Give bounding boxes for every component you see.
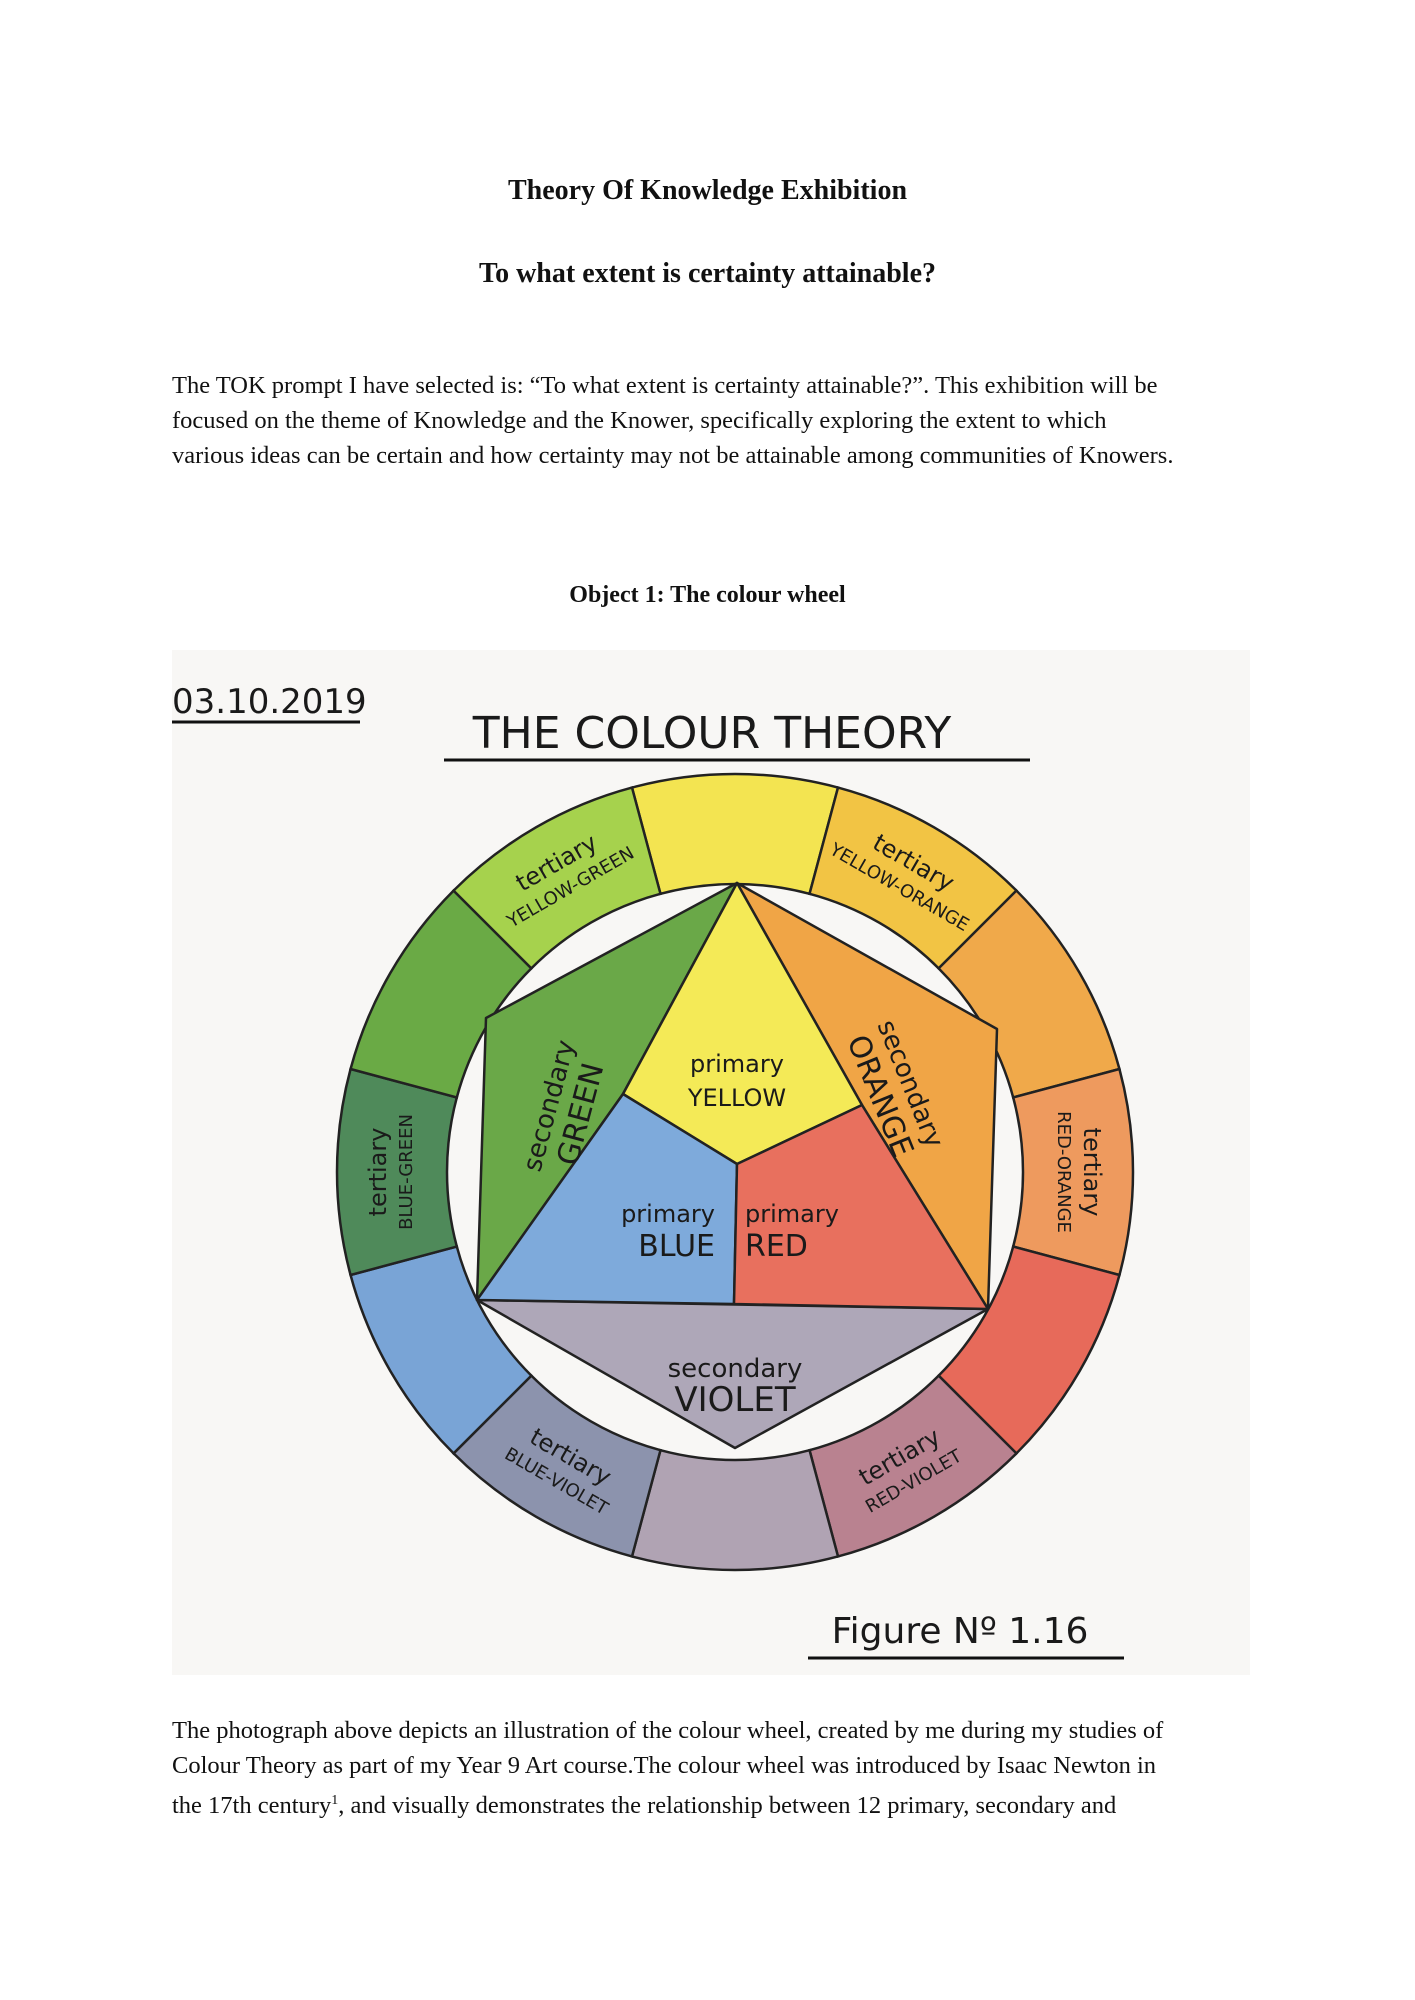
- intro-line: The TOK prompt I have selected is: “To w…: [172, 372, 1158, 399]
- colour-ring: tertiaryYELLOW-ORANGEtertiaryRED-ORANGEt…: [335, 772, 1135, 1572]
- violet-label-top: secondary: [668, 1354, 803, 1384]
- ring-segment: [630, 1448, 840, 1572]
- ring-label-bottom: RED-ORANGE: [1053, 1111, 1074, 1233]
- document-title: Theory Of Knowledge Exhibition: [507, 175, 908, 206]
- red-label-bottom: RED: [745, 1229, 808, 1264]
- ring-label-top: tertiary: [364, 1128, 392, 1217]
- red-shape: [732, 1103, 990, 1311]
- body-line: Colour Theory as part of my Year 9 Art c…: [172, 1752, 1157, 1779]
- object-heading: Object 1: The colour wheel: [569, 582, 846, 608]
- blue-label-bottom: BLUE: [638, 1229, 715, 1264]
- ring-segment: [630, 772, 840, 896]
- body-line-start: the 17th century: [172, 1792, 332, 1820]
- body-line-end: , and visually demonstrates the relation…: [338, 1792, 1117, 1820]
- yellow-label-top: primary: [690, 1050, 784, 1078]
- body-line: the 17th century1, and visually demonstr…: [172, 1783, 1257, 1823]
- body-paragraph: The photograph above depicts an illustra…: [172, 1713, 1257, 1823]
- intro-paragraph: The TOK prompt I have selected is: “To w…: [172, 368, 1257, 473]
- colour-triangles: primaryYELLOWprimaryBLUEprimaryREDsecond…: [475, 881, 999, 1450]
- ring-label-bottom: BLUE-GREEN: [396, 1114, 417, 1230]
- intro-line: focused on the theme of Knowledge and th…: [172, 407, 1107, 434]
- figure-date: 03.10.2019: [172, 682, 367, 722]
- violet-label-bottom: VIOLET: [674, 1380, 795, 1420]
- intro-line: various ideas can be certain and how cer…: [172, 442, 1174, 469]
- footnote-marker: 1: [331, 1793, 339, 1808]
- red-label-top: primary: [745, 1200, 839, 1228]
- figure-caption: Figure Nº 1.16: [832, 1611, 1089, 1652]
- body-line: The photograph above depicts an illustra…: [172, 1717, 1164, 1744]
- yellow-label-bottom: YELLOW: [687, 1084, 786, 1112]
- blue-label-top: primary: [621, 1200, 715, 1228]
- ring-label-top: tertiary: [1078, 1128, 1106, 1217]
- ring-segment: [451, 786, 662, 971]
- figure-heading: THE COLOUR THEORY: [472, 708, 952, 759]
- document-subtitle: To what extent is certainty attainable?: [478, 258, 937, 289]
